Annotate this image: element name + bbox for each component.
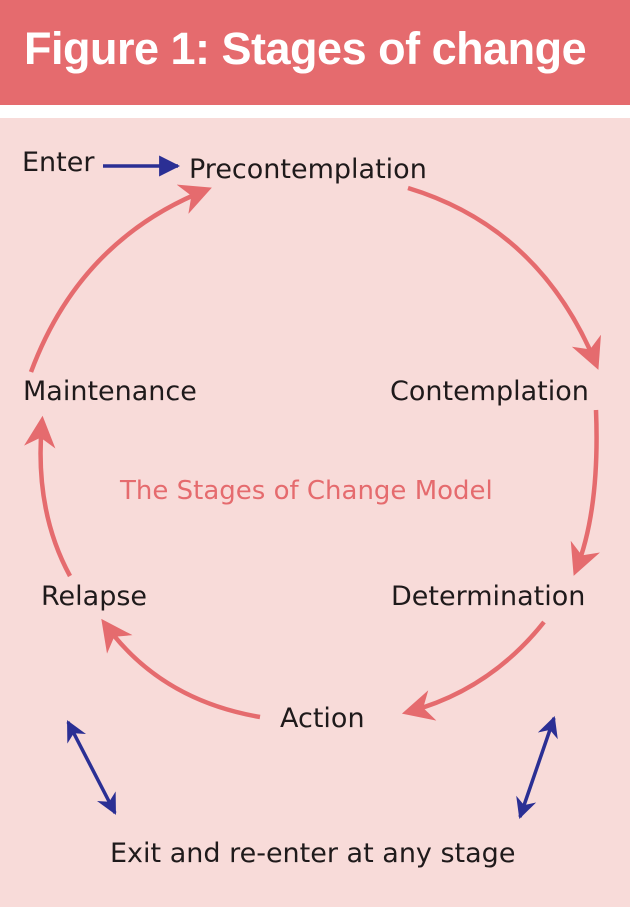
center-model-label: The Stages of Change Model	[119, 476, 493, 506]
arrow-contemplation-to-determination	[570, 409, 600, 576]
exit-reenter-arrow-left	[66, 720, 117, 815]
exit-reenter-arrow-right	[516, 716, 558, 819]
stage-maintenance: Maintenance	[23, 376, 197, 407]
stage-relapse: Relapse	[41, 581, 147, 612]
arrow-maintenance-to-precontemplation	[28, 184, 212, 373]
header-banner: Figure 1: Stages of change	[0, 0, 630, 105]
arrow-determination-to-action	[401, 620, 546, 721]
enter-label: Enter	[22, 147, 95, 178]
arrow-relapse-to-maintenance	[24, 415, 72, 578]
figure-title: Figure 1: Stages of change	[24, 23, 587, 74]
arrow-precontemplation-to-contemplation	[407, 185, 601, 370]
stage-action: Action	[280, 703, 365, 734]
exit-reenter-label: Exit and re-enter at any stage	[110, 838, 515, 869]
arrow-action-to-relapse	[101, 618, 261, 720]
stage-precontemplation: Precontemplation	[189, 154, 427, 185]
stage-contemplation: Contemplation	[390, 376, 589, 407]
stage-determination: Determination	[391, 581, 585, 612]
